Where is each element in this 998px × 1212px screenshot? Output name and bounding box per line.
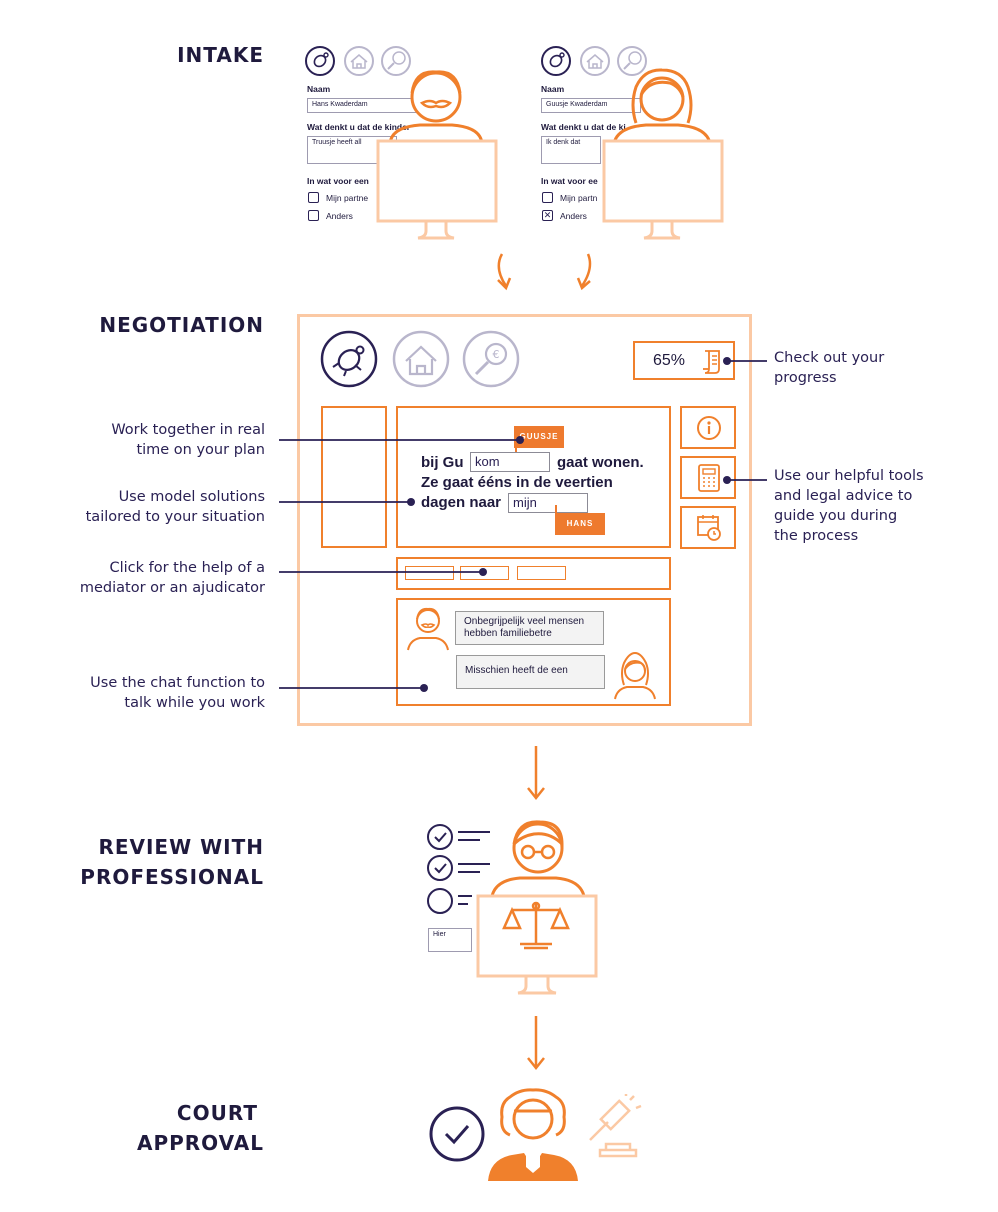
approval-check-icon [429,1106,485,1162]
stage-title-negotiation: NEGOTIATION [99,313,264,337]
flow-arrows-intake [497,253,592,291]
doc-text-line3: dagen naar [421,494,502,511]
document-editor[interactable] [396,406,671,548]
option-checkbox[interactable] [308,210,319,221]
stage-title-review-line2: PROFESSIONAL [80,865,264,889]
option-label: Anders [326,211,353,221]
cursor-tag-hans: HANS [555,513,605,535]
stage-title-review-line1: REVIEW WITH [98,835,264,859]
annotation-tools: Use our helpful tools and legal advice t… [774,468,924,544]
house-icon [580,46,610,76]
review-checklist [427,824,490,914]
chat-message-2: Misschien heeft de een [456,655,605,689]
cursor-line-hans [555,505,557,517]
doc-text-line1b: gaat wonen. [557,454,644,471]
judge-icon [488,1088,578,1181]
chat-message-1: Onbegrijpelijk veel mensen hebben famili… [455,611,604,645]
doc-input-1[interactable]: kom [470,452,550,472]
cursor-tag-guusje: GUUSJE [514,426,564,448]
stage-title-court-line2: APPROVAL [136,1131,264,1155]
stage-title-intake: INTAKE [177,43,264,67]
man-with-mustache-at-monitor-icon [376,70,498,240]
help-button-1[interactable] [405,566,454,580]
turtle-icon [320,330,378,388]
man-avatar-icon [407,607,449,651]
flow-arrow-negotiation [527,746,545,801]
answer-field[interactable]: Ik denk dat [541,136,601,164]
annotation-realtime: Work together in real time on your plan [111,422,265,458]
negotiation-screen [297,314,752,726]
annotation-connectors [279,357,767,692]
doc-input-2[interactable]: mijn [508,493,588,513]
euro-search-icon: € [462,330,520,388]
turtle-icon [541,46,571,76]
gavel-icon [589,1094,642,1158]
info-icon [697,416,721,440]
professional-at-monitor-icon [476,820,598,995]
calculator-tool-button[interactable] [680,456,736,499]
chat-panel [396,598,671,706]
annotation-model-solutions: Use model solutions tailored to your sit… [85,489,265,525]
empty-circle-icon [427,888,453,914]
options-label: In wat voor een [307,176,369,186]
flow-arrow-review [527,1016,545,1071]
name-label: Naam [541,84,565,94]
review-input[interactable]: Hier [428,928,472,952]
question-label: Wat denkt u dat de kinder [307,122,411,132]
annotation-help: Click for the help of a mediator or an a… [79,560,265,596]
doc-text-line2: Ze gaat ééns in de veertien [421,474,613,491]
option-label: Mijn partne [326,193,369,203]
house-icon [392,330,450,388]
option-label: Mijn partn [560,193,598,203]
woman-at-monitor-icon [602,68,724,240]
house-icon [344,46,374,76]
option-label: Anders [560,211,587,221]
stage-title-review: REVIEW WITH PROFESSIONAL [80,832,264,892]
option-checkbox[interactable] [308,192,319,203]
question-label: Wat denkt u dat de ki [541,122,626,132]
doc-text-line1a: bij Gu [421,454,464,471]
help-bar [396,557,671,590]
calculator-icon [698,464,720,492]
stage-title-court-line1: COURT [176,1101,258,1125]
euro-search-icon [381,46,411,76]
check-circle-icon [427,824,453,850]
woman-avatar-icon [614,651,656,700]
receipt-scroll-icon [703,350,720,374]
euro-search-icon [617,46,647,76]
intake-form-guusje-nav-icons [541,46,647,76]
stage-title-court: COURT APPROVAL [137,1098,264,1158]
option-checkbox[interactable]: ✕ [542,210,553,221]
help-button-2[interactable] [460,566,509,580]
sidebar-panel [321,406,387,548]
check-circle-icon [427,855,453,881]
turtle-icon [305,46,335,76]
annotation-chat: Use the chat function to talk while you … [90,675,265,711]
info-tool-button[interactable] [680,406,736,449]
annotation-progress: Check out your progress [774,350,885,386]
negotiation-nav-icons: € [320,330,520,388]
options-label: In wat voor ee [541,176,598,186]
scales-of-justice-icon [502,901,570,950]
progress-value: 65% [653,352,686,369]
calendar-tool-button[interactable] [680,506,736,549]
calendar-clock-icon [697,515,721,541]
option-checkbox[interactable] [542,192,553,203]
intake-form-hans-nav-icons [305,46,411,76]
help-button-3[interactable] [517,566,566,580]
svg-text:€: € [493,348,500,361]
name-label: Naam [307,84,331,94]
